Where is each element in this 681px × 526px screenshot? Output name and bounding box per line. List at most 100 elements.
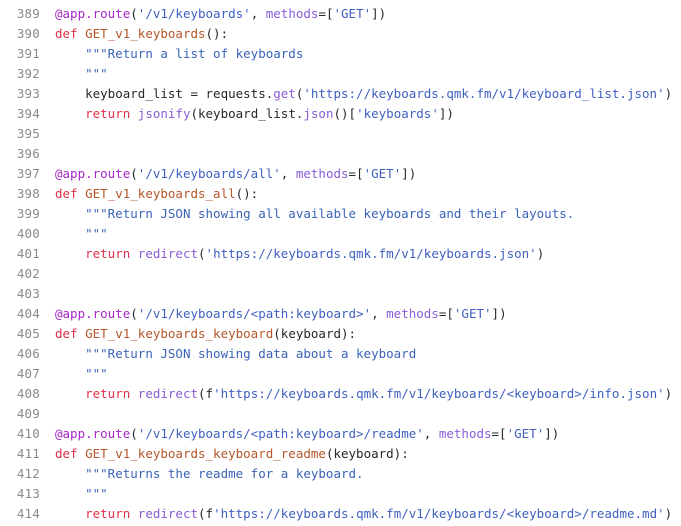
code-token <box>55 466 85 481</box>
code-line[interactable]: 403 <box>0 284 681 304</box>
line-number: 402 <box>16 266 40 281</box>
line-number: 406 <box>16 346 40 361</box>
code-token: GET_v1_keyboards_keyboard_readme <box>85 446 326 461</box>
line-number: 409 <box>16 406 40 421</box>
code-line[interactable]: 393 keyboard_list = requests.get('https:… <box>0 84 681 104</box>
line-content[interactable]: @app.route('/v1/keyboards/<path:keyboard… <box>40 424 681 444</box>
code-token: def <box>55 446 86 461</box>
code-line[interactable]: 406 """Return JSON showing data about a … <box>0 344 681 364</box>
code-token: '/v1/keyboards/all' <box>137 166 281 181</box>
line-content[interactable]: """ <box>40 484 681 504</box>
code-line[interactable]: 392 """ <box>0 64 681 84</box>
code-token: methods <box>265 6 319 21</box>
line-content[interactable]: """Return JSON showing all available key… <box>40 204 681 224</box>
code-token <box>55 386 85 401</box>
code-token: return <box>85 246 138 261</box>
code-token: redirect <box>137 386 199 401</box>
line-number: 390 <box>16 26 40 41</box>
code-line[interactable]: 401 return redirect('https://keyboards.q… <box>0 244 681 264</box>
code-token: , <box>371 306 387 321</box>
code-line[interactable]: 409 <box>0 404 681 424</box>
line-number: 395 <box>16 126 40 141</box>
line-number: 413 <box>16 486 40 501</box>
code-line[interactable]: 404@app.route('/v1/keyboards/<path:keybo… <box>0 304 681 324</box>
code-token: (keyboard_list. <box>190 106 304 121</box>
line-number: 411 <box>16 446 40 461</box>
code-token: =[ <box>438 306 454 321</box>
code-line[interactable]: 408 return redirect(f'https://keyboards.… <box>0 384 681 404</box>
line-number: 399 <box>16 206 40 221</box>
line-content[interactable]: return jsonify(keyboard_list.json()['key… <box>40 104 681 124</box>
code-line[interactable]: 410@app.route('/v1/keyboards/<path:keybo… <box>0 424 681 444</box>
code-line[interactable]: 407 """ <box>0 364 681 384</box>
code-token: 'https://keyboards.qmk.fm/v1/keyboard_li… <box>303 86 665 101</box>
line-content[interactable]: """ <box>40 64 681 84</box>
code-token: """Return a list of keyboards <box>85 46 304 61</box>
code-token: (): <box>235 186 259 201</box>
line-number: 400 <box>16 226 40 241</box>
line-content[interactable]: """Returns the readme for a keyboard. <box>40 464 681 484</box>
code-line[interactable]: 399 """Return JSON showing all available… <box>0 204 681 224</box>
code-token: f <box>205 506 214 521</box>
code-line[interactable]: 400 """ <box>0 224 681 244</box>
code-line[interactable]: 391 """Return a list of keyboards <box>0 44 681 64</box>
code-line[interactable]: 396 <box>0 144 681 164</box>
code-token: 'GET' <box>506 426 545 441</box>
line-number: 410 <box>16 426 40 441</box>
line-content[interactable]: """ <box>40 364 681 384</box>
code-token: ()[ <box>333 106 357 121</box>
code-line[interactable]: 397@app.route('/v1/keyboards/all', metho… <box>0 164 681 184</box>
line-content[interactable]: def GET_v1_keyboards_all(): <box>40 184 681 204</box>
line-number: 398 <box>16 186 40 201</box>
code-line[interactable]: 402 <box>0 264 681 284</box>
code-token: f <box>205 386 214 401</box>
line-number: 404 <box>16 306 40 321</box>
line-content[interactable]: """Return JSON showing data about a keyb… <box>40 344 681 364</box>
code-line[interactable]: 395 <box>0 124 681 144</box>
line-content[interactable]: @app.route('/v1/keyboards/<path:keyboard… <box>40 304 681 324</box>
line-content[interactable]: """ <box>40 224 681 244</box>
line-content[interactable]: def GET_v1_keyboards_keyboard_readme(key… <box>40 444 681 464</box>
line-content[interactable]: @app.route('/v1/keyboards/all', methods=… <box>40 164 681 184</box>
code-token: ]) <box>438 106 454 121</box>
line-number: 393 <box>16 86 40 101</box>
line-number: 394 <box>16 106 40 121</box>
line-content[interactable]: def GET_v1_keyboards(): <box>40 24 681 44</box>
code-token: GET_v1_keyboards_all <box>85 186 236 201</box>
line-content[interactable]: return redirect(f'https://keyboards.qmk.… <box>40 384 681 404</box>
line-content[interactable]: return redirect('https://keyboards.qmk.f… <box>40 244 681 264</box>
code-token: ) <box>664 506 673 521</box>
code-line[interactable]: 389@app.route('/v1/keyboards', methods=[… <box>0 4 681 24</box>
code-token <box>55 346 85 361</box>
code-token: json <box>303 106 334 121</box>
line-content[interactable]: return redirect(f'https://keyboards.qmk.… <box>40 504 681 524</box>
code-token: def <box>55 26 86 41</box>
code-token: (keyboard): <box>273 326 357 341</box>
line-content[interactable]: @app.route('/v1/keyboards', methods=['GE… <box>40 4 681 24</box>
code-token: ( <box>130 306 138 321</box>
code-line[interactable]: 394 return jsonify(keyboard_list.json()[… <box>0 104 681 124</box>
code-token: ( <box>198 506 206 521</box>
code-token: """ <box>85 226 108 241</box>
line-number: 401 <box>16 246 40 261</box>
code-token: def <box>55 326 86 341</box>
code-token: """ <box>85 366 108 381</box>
code-line-list: 389@app.route('/v1/keyboards', methods=[… <box>0 4 681 524</box>
line-content[interactable]: """Return a list of keyboards <box>40 44 681 64</box>
code-line[interactable]: 412 """Returns the readme for a keyboard… <box>0 464 681 484</box>
code-token: ) <box>664 386 673 401</box>
code-line[interactable]: 414 return redirect(f'https://keyboards.… <box>0 504 681 524</box>
line-content[interactable]: keyboard_list = requests.get('https://ke… <box>40 84 681 104</box>
line-content[interactable]: def GET_v1_keyboards_keyboard(keyboard): <box>40 324 681 344</box>
code-token: get <box>273 86 296 101</box>
line-number: 414 <box>16 506 40 521</box>
code-token: redirect <box>137 506 199 521</box>
code-token: ( <box>198 386 206 401</box>
code-line[interactable]: 413 """ <box>0 484 681 504</box>
code-token <box>55 106 85 121</box>
